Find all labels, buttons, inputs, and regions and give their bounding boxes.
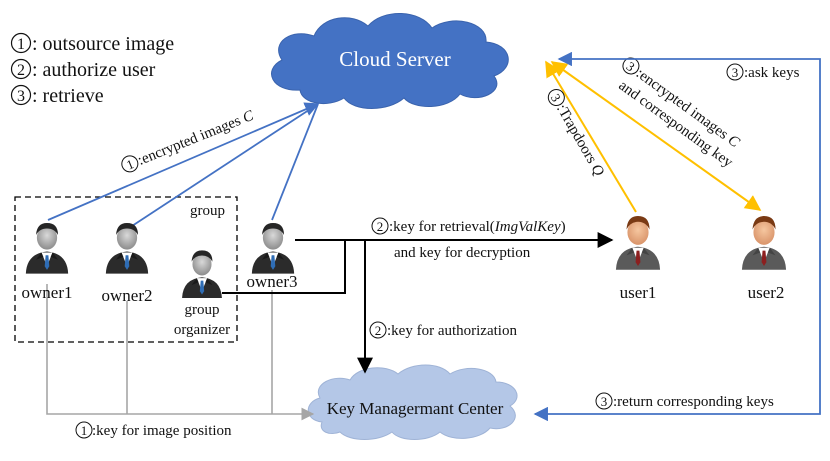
owner3-avatar-icon [251, 223, 295, 274]
edge-label: and key for decryption [394, 245, 531, 261]
legend-item-outsource: 1 : outsource image [10, 32, 174, 55]
cloud-server-shape [271, 13, 509, 109]
owner1: owner1 [22, 223, 73, 302]
edge-label: :Trapdoors Q [553, 102, 607, 179]
edge-label: :key for authorization [387, 323, 517, 339]
edge-label: :ask keys [744, 65, 800, 81]
edge-number: 1 [81, 423, 88, 438]
owner1-avatar-icon [25, 223, 69, 274]
edge-number: 1 [124, 156, 136, 172]
ask-return-keys-edge [533, 51, 821, 422]
group-organizer-label-2: organizer [174, 322, 230, 338]
edge-label: :key for retrieval(ImgValKey) [389, 219, 566, 235]
legend-item-authorize: 2 : authorize user [10, 58, 156, 81]
kmc-label: Key Managermant Center [327, 399, 504, 418]
owner2-avatar-icon [105, 223, 149, 274]
legend-label: : retrieve [32, 85, 104, 107]
user2-avatar-icon [741, 216, 787, 270]
edge-number: 3 [601, 394, 608, 409]
legend-number: 3 [17, 88, 25, 105]
user2-label: user2 [748, 283, 785, 302]
edge-label: :return corresponding keys [613, 394, 774, 410]
key-authorization-label: 2 :key for authorization [369, 321, 517, 339]
group-box: group [14, 196, 238, 343]
kmc-shape [307, 364, 518, 440]
encrypted-images-label: 1 :encrypted images C [121, 107, 257, 173]
group-organizer: group organizer [174, 250, 230, 338]
legend-label: : authorize user [32, 59, 156, 81]
legend-label: : outsource image [32, 33, 174, 55]
legend-number: 2 [17, 62, 25, 79]
user1-label: user1 [620, 283, 657, 302]
owner2: owner2 [102, 223, 153, 305]
cloud-server-label: Cloud Server [339, 47, 450, 71]
encrypted-images-edges [47, 102, 320, 227]
legend-item-retrieve: 3 : retrieve [10, 84, 104, 107]
group-organizer-avatar-icon [182, 250, 222, 298]
legend: 1 : outsource image 2 : authorize user 3… [10, 32, 174, 107]
ask-keys-label: 3 :ask keys [726, 63, 800, 81]
key-management-center: Key Managermant Center [307, 364, 518, 440]
group-organizer-label-1: group [185, 302, 220, 318]
return-keys-label: 3 :return corresponding keys [595, 392, 774, 410]
user2: user2 [741, 216, 787, 302]
trapdoors-label: 3 :Trapdoors Q [548, 89, 607, 179]
owner3-label: owner3 [247, 272, 298, 291]
legend-number: 1 [17, 36, 25, 53]
key-image-position-label: 1 :key for image position [75, 421, 232, 439]
edge-number: 2 [377, 219, 384, 234]
owner1-label: owner1 [22, 283, 73, 302]
user1-avatar-icon [615, 216, 661, 270]
edge-number: 3 [732, 65, 739, 80]
group-label: group [190, 203, 225, 219]
edge-label: :key for image position [92, 423, 232, 439]
owner3: owner3 [247, 223, 298, 291]
edge-number: 2 [375, 323, 382, 338]
user1: user1 [615, 216, 661, 302]
key-image-position-edge [46, 284, 315, 421]
cloud-server: Cloud Server [271, 13, 509, 109]
owner2-label: owner2 [102, 286, 153, 305]
